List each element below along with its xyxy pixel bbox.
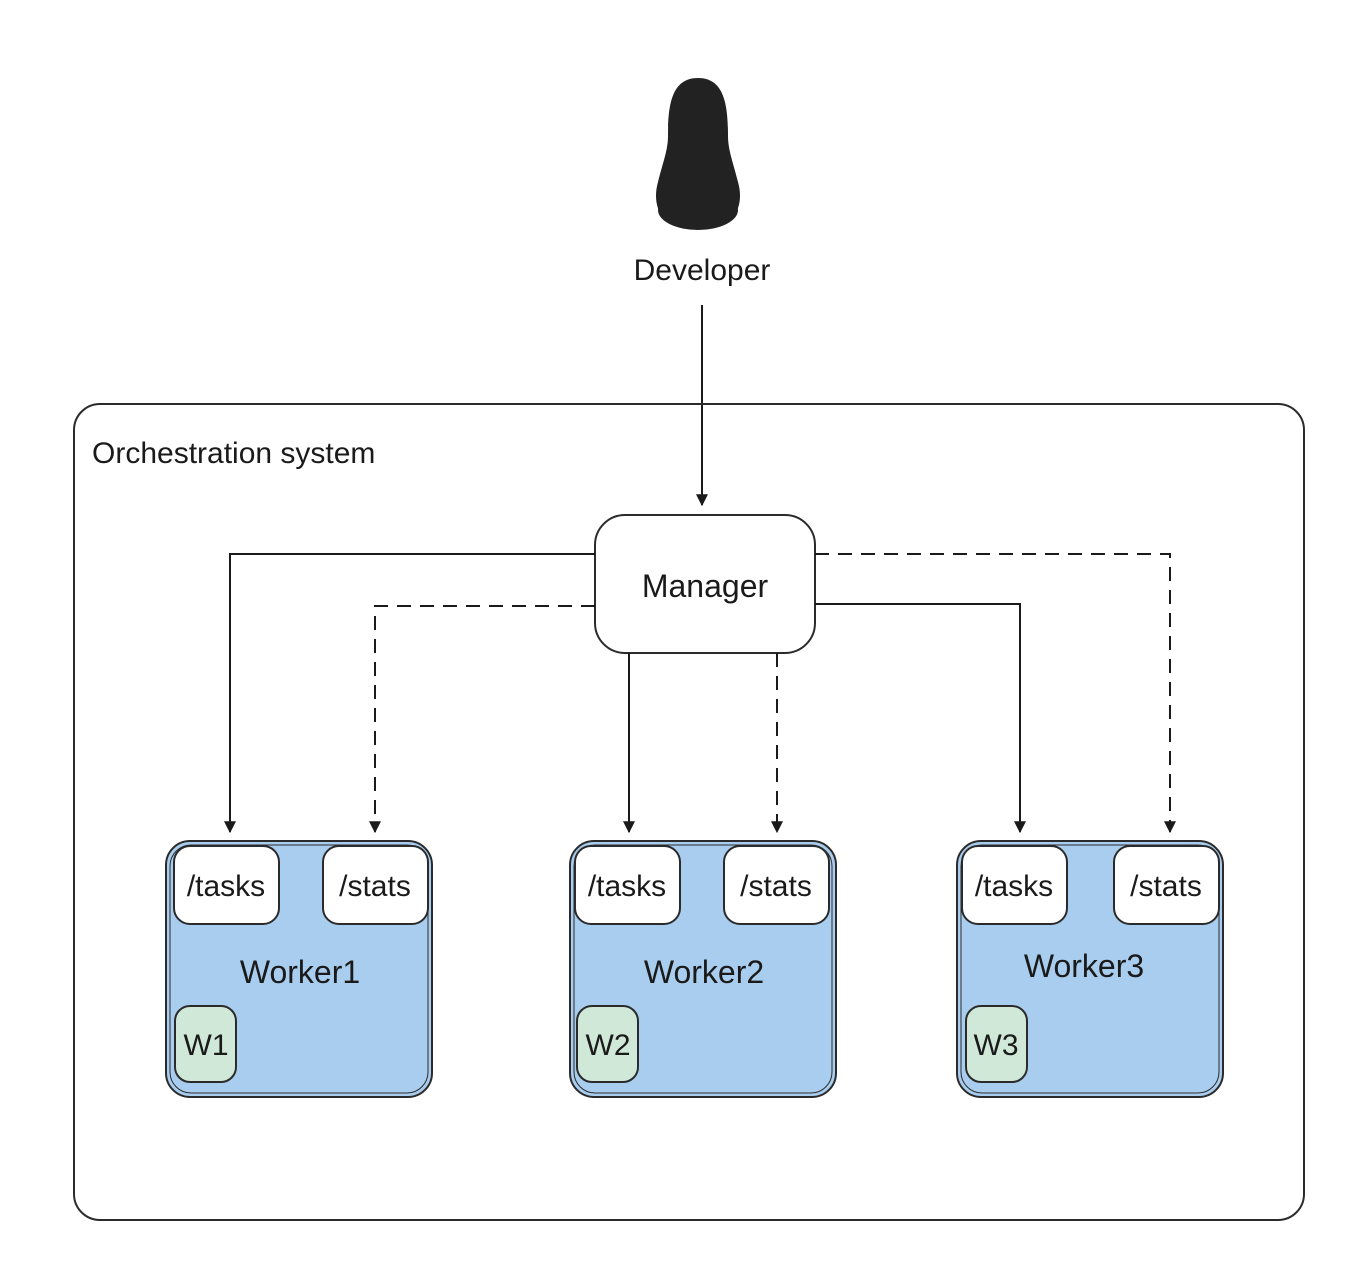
- worker3-badge-label: W3: [974, 1029, 1019, 1062]
- worker2-badge: W2: [576, 1005, 639, 1083]
- worker3-tasks-endpoint: /tasks: [961, 845, 1068, 925]
- worker1-stats-endpoint: /stats: [322, 845, 429, 925]
- worker2-node: /tasks /stats Worker2 W2: [569, 840, 837, 1098]
- worker2-stats-label: /stats: [740, 870, 812, 903]
- system-title: Orchestration system: [92, 437, 375, 470]
- worker1-stats-label: /stats: [339, 870, 411, 903]
- worker1-badge-label: W1: [184, 1029, 229, 1062]
- manager-to-worker3-tasks-arrow: [815, 603, 1026, 834]
- worker1-tasks-label: /tasks: [187, 870, 265, 903]
- worker2-badge-label: W2: [586, 1029, 631, 1062]
- worker1-node: /tasks /stats Worker1 W1: [165, 840, 433, 1098]
- worker1-badge: W1: [174, 1005, 237, 1083]
- worker3-node: /tasks /stats Worker3 W3: [956, 840, 1224, 1098]
- orchestration-system-container: [73, 403, 1305, 1221]
- developer-label: Developer: [634, 254, 771, 287]
- worker1-name: Worker1: [240, 954, 360, 990]
- worker3-stats-label: /stats: [1130, 870, 1202, 903]
- worker1-tasks-endpoint: /tasks: [173, 845, 280, 925]
- worker2-stats-endpoint: /stats: [723, 845, 830, 925]
- manager-to-worker1-stats-arrow: [369, 605, 595, 834]
- worker3-badge: W3: [965, 1005, 1028, 1083]
- worker2-tasks-label: /tasks: [588, 870, 666, 903]
- manager-label: Manager: [642, 568, 769, 604]
- manager-node: Manager: [594, 514, 816, 654]
- worker3-stats-endpoint: /stats: [1113, 845, 1220, 925]
- worker2-tasks-endpoint: /tasks: [574, 845, 681, 925]
- worker3-tasks-label: /tasks: [975, 870, 1053, 903]
- manager-to-worker1-tasks-arrow: [224, 553, 595, 834]
- worker3-name: Worker3: [1024, 948, 1144, 984]
- manager-to-worker3-stats-arrow: [815, 553, 1176, 834]
- worker2-name: Worker2: [644, 954, 764, 990]
- person-icon: [656, 78, 740, 230]
